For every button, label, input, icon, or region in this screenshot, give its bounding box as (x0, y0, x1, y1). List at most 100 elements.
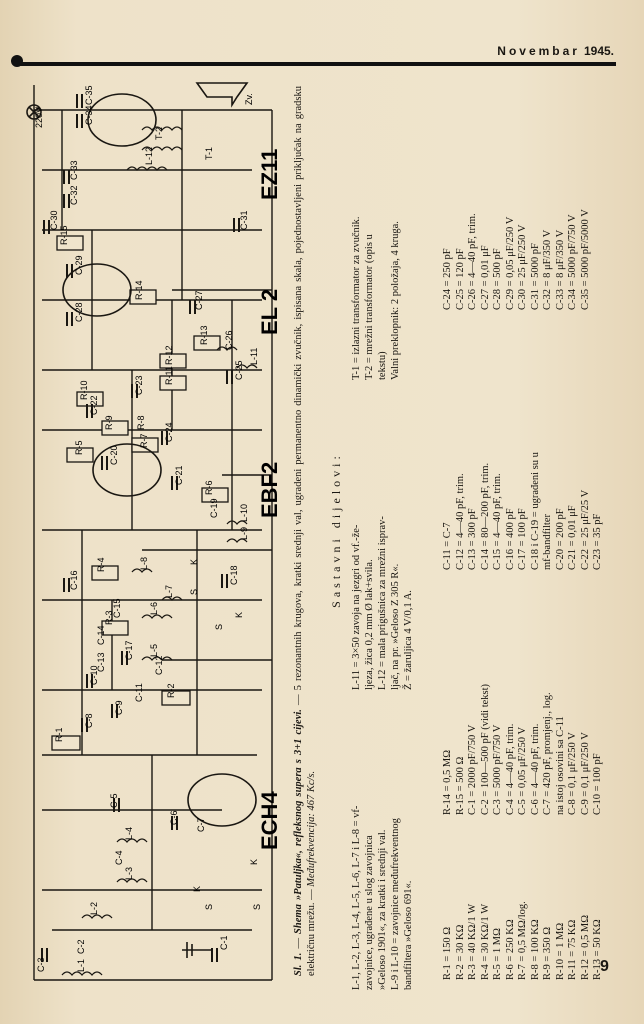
part-line: C-25 = 120 pF (454, 248, 466, 310)
tube-label: EZ11 (257, 149, 282, 200)
component-label: C-31 (239, 210, 249, 230)
intermediate-frequency: Međufrekvencija: 467 Kc/s. (306, 770, 317, 887)
component-label: C-17 (124, 640, 134, 660)
component-label: R-3 (104, 610, 114, 625)
part-line: C-1 = 2000 pF/750 V (467, 724, 478, 815)
component-label: S (204, 904, 214, 910)
component-label: L-2 (89, 902, 99, 915)
tube-label: ECH4 (257, 791, 282, 850)
part-line: C-16 = 400 pF (504, 508, 516, 570)
component-label: C-27 (194, 290, 204, 310)
component-label: C-33 (69, 160, 79, 180)
part-line: R-7 = 0,5 MΩ/log. (517, 901, 528, 980)
component-label: L-9 (239, 527, 249, 540)
component-label: L-3 (124, 867, 134, 880)
part-line: na istoj osovini sa C-11 (554, 716, 566, 815)
component-label: C-7 (196, 817, 206, 832)
part-line: C-31 = 5000 pF (529, 243, 541, 310)
component-label: K (249, 859, 259, 865)
part-line: C-5 = 0,05 μF/250 V (517, 726, 528, 815)
header-month: Novembar (497, 44, 580, 58)
part-line: R-14 = 0,5 MΩ (442, 749, 453, 815)
header-rule (14, 62, 616, 66)
part-line: C-2 = 100—500 pF (vidi tekst) (479, 683, 491, 815)
component-label: C-23 (134, 375, 144, 395)
component-label: C-18 (229, 565, 239, 585)
component-label: C-22 (89, 395, 99, 415)
part-line: C-33 = 8 μF/350 V (554, 229, 566, 310)
part-line: C-9 = 0,1 μF/250 V (579, 732, 591, 815)
component-label: C-25 (234, 360, 244, 380)
component-label: C-2 (76, 939, 86, 954)
component-label: C-24 (164, 422, 174, 442)
part-line: R-1 = 150 Ω (442, 926, 453, 980)
component-label: C-26 (224, 330, 234, 350)
description-line: T-1 = izlazni transformator za zvučnik. (351, 216, 362, 380)
component-label: 220V (34, 107, 44, 128)
component-label: C-6 (169, 810, 179, 825)
component-label: C-3 (36, 957, 46, 972)
component-label: L-12 (144, 147, 154, 165)
part-line: C-22 = 25 μF/25 V (579, 489, 591, 570)
part-line: C-12 = 4—40 pF, trim. (454, 473, 466, 570)
component-label: R-4 (96, 557, 106, 572)
tube-label: EBF2 (257, 462, 282, 518)
component-label: K (192, 886, 202, 892)
part-line: C-4 = 4—40 pF, trim. (504, 723, 516, 815)
part-line: C-20 = 200 pF (554, 508, 566, 570)
component-label: L-8 (139, 557, 149, 570)
part-line: R-6 = 250 KΩ (504, 919, 516, 980)
part-line: R-8 = 100 KΩ (529, 919, 541, 980)
part-line: C-34 = 5000 pF/750 V (567, 214, 578, 310)
part-line: R-4 = 30 KΩ/1 W (479, 903, 491, 980)
component-label: R-13 (199, 325, 209, 345)
part-line: C-23 = 35 pF (592, 513, 603, 570)
component-label: R-2 (166, 683, 176, 698)
part-line: R-9 = 350 Ω (542, 926, 553, 980)
description-line: T-2 = mrežni transformator (opis u (364, 234, 375, 380)
component-label: C-35 (84, 85, 94, 105)
part-line: C-18 i C-19 = ugrađeni su u (529, 452, 541, 570)
component-label: C-34 (84, 105, 94, 125)
part-line: R-5 = 1 MΩ (492, 928, 503, 980)
part-line: C-11 = C-7 (442, 522, 453, 570)
components-heading: Sastavni dijelovi: (329, 452, 343, 608)
component-label: K (189, 559, 199, 565)
component-label: C-20 (109, 445, 119, 465)
component-label: R-14 (134, 280, 144, 300)
component-label: L-7 (164, 585, 174, 598)
component-label: C-5 (109, 793, 119, 808)
description-line: L-11 = 3×50 zavoja na jezgri od vf.-že- (351, 524, 362, 690)
description-line: L-1, L-2, L-3, L-4, L-5, L-6, L-7 i L-8 … (351, 805, 362, 990)
component-label: R-15 (59, 225, 69, 245)
page-number: 9 (600, 958, 609, 975)
figure-number: Sl. 1. (293, 952, 304, 976)
part-line: R-3 = 40 KΩ/1 W (467, 903, 478, 980)
description-column: L-1, L-2, L-3, L-4, L-5, L-6, L-7 i L-8 … (350, 806, 415, 990)
part-line: C-15 = 4—40 pF, trim. (492, 473, 503, 570)
component-label: T-2 (154, 127, 164, 140)
part-line: R-10 = 1 MΩ (554, 922, 566, 980)
part-line: C-14 = 80—200 pF, trim. (479, 462, 491, 570)
part-line: C-17 = 100 pF (517, 508, 528, 570)
part-line: C-29 = 0,05 μF/250 V (504, 216, 516, 310)
part-line: R-11 = 75 KΩ (567, 919, 578, 980)
component-label: S (252, 904, 262, 910)
part-line: C-32 = 8 μF/350 V (542, 229, 553, 310)
part-line: R-2 = 30 KΩ (454, 924, 466, 980)
component-label: C-21 (174, 465, 184, 485)
component-label: R-8 (136, 415, 146, 430)
description-line: bandfiltera »Geloso 691«. (403, 880, 414, 990)
figure-caption: Sl. 1. — Shema »Patuljka«, refleksnog su… (293, 85, 317, 976)
part-line: R-12 = 0,5 MΩ (579, 914, 591, 980)
description-column: T-1 = izlazni transformator za zvučnik.T… (350, 216, 402, 380)
description-column: L-11 = 3×50 zavoja na jezgri od vf.-že- … (350, 516, 415, 690)
part-line: C-27 = 0,01 μF (479, 245, 491, 310)
